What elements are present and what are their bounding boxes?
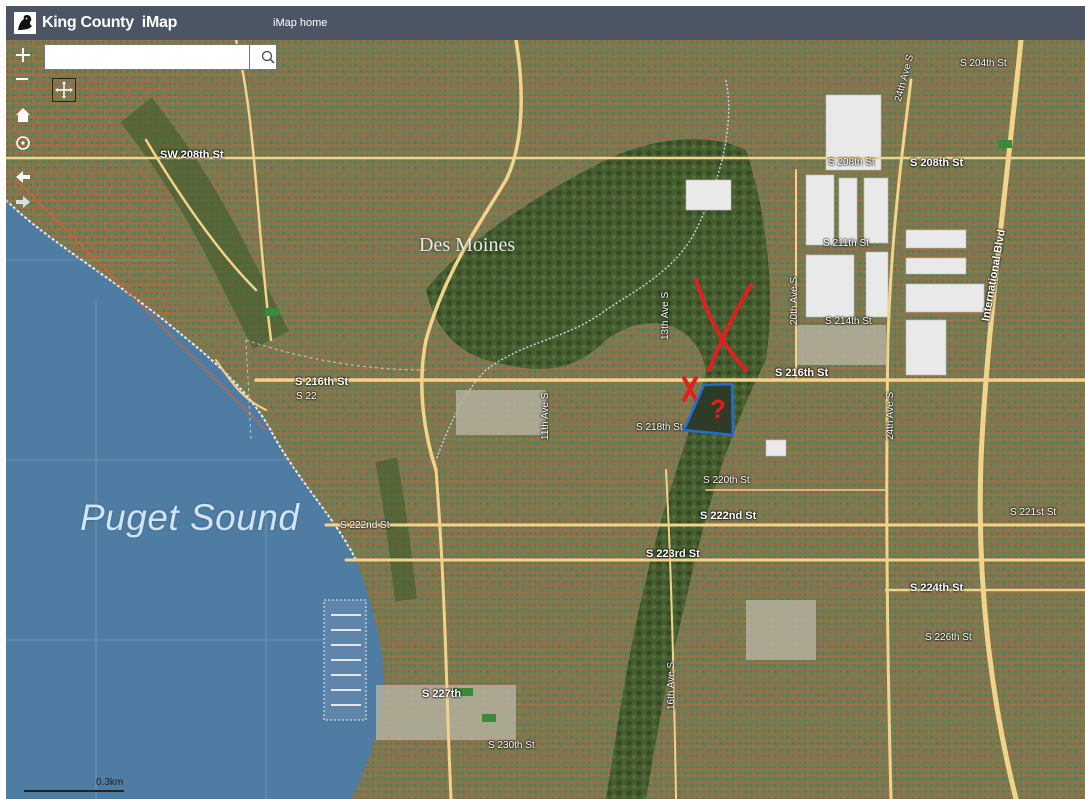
king-county-logo-icon: [14, 12, 36, 34]
minus-icon: [16, 78, 28, 80]
street-label: S 208th St: [910, 157, 964, 169]
map-imagery: ?: [6, 40, 1085, 799]
street-label: 11th Ave S: [540, 392, 551, 440]
nav-imap-home-link[interactable]: iMap home: [273, 17, 328, 29]
pan-arrows-icon: [52, 78, 76, 102]
street-label: S 224th St: [910, 582, 964, 594]
street-label: S 222nd St: [340, 520, 390, 531]
street-label: S 204th St: [960, 58, 1007, 69]
street-label: S 220th St: [703, 475, 750, 486]
home-icon: [16, 108, 30, 122]
street-label: S 22: [296, 391, 317, 402]
street-label: 24th Ave S: [885, 391, 896, 440]
locate-icon: [16, 136, 30, 150]
scale-label: 0.3km: [96, 777, 124, 788]
arrow-right-icon: [16, 196, 30, 208]
previous-extent-button[interactable]: [14, 168, 32, 186]
next-extent-button[interactable]: [14, 193, 32, 211]
plus-icon: [16, 48, 30, 62]
street-label: S 218th St: [636, 422, 683, 433]
zoom-in-button[interactable]: [14, 46, 32, 64]
zoom-out-button[interactable]: [14, 70, 32, 88]
street-label: 16th Ave S: [666, 661, 677, 710]
map-canvas[interactable]: ?: [6, 40, 1085, 799]
street-label: S 211th St: [823, 238, 869, 249]
brand-title: King County iMap: [42, 14, 177, 32]
search-icon: [261, 50, 275, 64]
street-label: S 230th St: [488, 740, 535, 751]
pan-tool[interactable]: [52, 78, 76, 102]
street-label: 13th Ave S: [660, 291, 671, 340]
water-label: Puget Sound: [80, 497, 300, 538]
home-button[interactable]: [14, 106, 32, 124]
scale-bar: [24, 790, 124, 792]
street-label: 20th Ave S: [789, 276, 800, 325]
question-mark-annotation: ?: [710, 394, 726, 424]
app-name: iMap: [141, 14, 178, 31]
search-button[interactable]: [249, 44, 277, 70]
street-label: S 226th St: [925, 632, 972, 643]
locate-button[interactable]: [14, 134, 32, 152]
city-label: Des Moines: [419, 234, 516, 256]
street-label: S 221st St: [1010, 507, 1057, 518]
app-header: King County iMap iMap home: [6, 6, 1085, 40]
street-label: S 227th: [422, 688, 462, 700]
street-label: S 223rd St: [646, 548, 700, 560]
street-label: SW 208th St: [160, 149, 224, 161]
street-label: S 214th St: [825, 316, 872, 327]
street-label: S 216th St: [775, 367, 829, 379]
street-label: S 222nd St: [700, 510, 757, 522]
street-label: S 216th St: [295, 376, 349, 388]
search-input[interactable]: [44, 44, 250, 70]
street-label: S 208th St: [828, 157, 875, 168]
brand-name: King County: [42, 14, 134, 31]
arrow-left-icon: [16, 171, 30, 183]
